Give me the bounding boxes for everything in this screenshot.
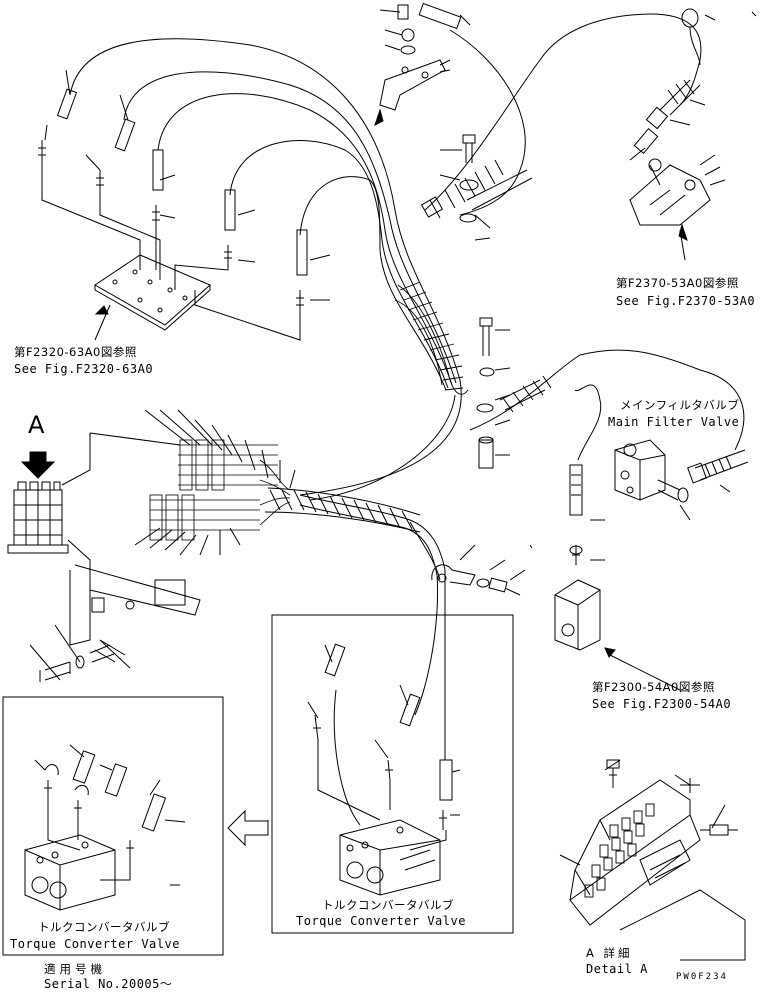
upper-left-plate xyxy=(38,69,331,341)
torque-converter-box xyxy=(271,614,514,934)
ref-f2320-en: See Fig.F2320-63A0 xyxy=(14,362,154,376)
reference-arrow xyxy=(227,809,269,847)
inset-box xyxy=(2,696,224,956)
detail-a-jp: A 詳細 xyxy=(586,946,633,960)
applicable-serial-en: Serial No.20005～ xyxy=(44,977,173,991)
inset-torque-converter-valve-en: Torque Converter Valve xyxy=(10,937,180,951)
detail-a-letter: A xyxy=(28,411,45,439)
torque-converter-valve-jp: トルクコンバータバルブ xyxy=(322,898,454,912)
ref-f2320-jp: 第F2320-63A0図参照 xyxy=(14,345,137,359)
clamp-and-bolt xyxy=(431,544,526,596)
ref-f2300-en: See Fig.F2300-54A0 xyxy=(592,697,732,711)
applicable-serial-jp: 適用号機 xyxy=(44,962,106,976)
upper-right-parts xyxy=(629,8,726,261)
torque-converter-valve-en: Torque Converter Valve xyxy=(296,914,466,928)
mid-right-hoses xyxy=(469,349,745,461)
upper-center-parts xyxy=(374,2,491,241)
main-filter-valve-en: Main Filter Valve xyxy=(608,415,740,429)
hose-bundle xyxy=(69,38,462,501)
detail-a-assembly xyxy=(559,759,746,961)
inset-torque-converter-valve-jp: トルクコンバータバルブ xyxy=(38,920,170,934)
right-mid-parts xyxy=(554,464,681,691)
corner-mark xyxy=(751,11,757,17)
drawing-code: PW0F234 xyxy=(676,972,728,982)
spiral-wrap xyxy=(394,281,469,395)
ref-f2370-en: See Fig.F2370-53A0 xyxy=(616,294,756,308)
detail-a-en: Detail A xyxy=(586,962,648,976)
upper-right-hoses xyxy=(420,13,702,219)
ref-f2300-jp: 第F2300-54A0図参照 xyxy=(592,680,715,694)
lower-hoses xyxy=(264,487,446,760)
mid-center-parts xyxy=(476,317,511,469)
ppc-valve-area xyxy=(7,409,296,682)
dot-mark xyxy=(529,544,533,549)
ref-f2370-jp: 第F2370-53A0図参照 xyxy=(616,276,739,290)
main-filter-valve xyxy=(614,439,749,521)
main-filter-valve-jp: メインフィルタバルブ xyxy=(620,398,740,412)
